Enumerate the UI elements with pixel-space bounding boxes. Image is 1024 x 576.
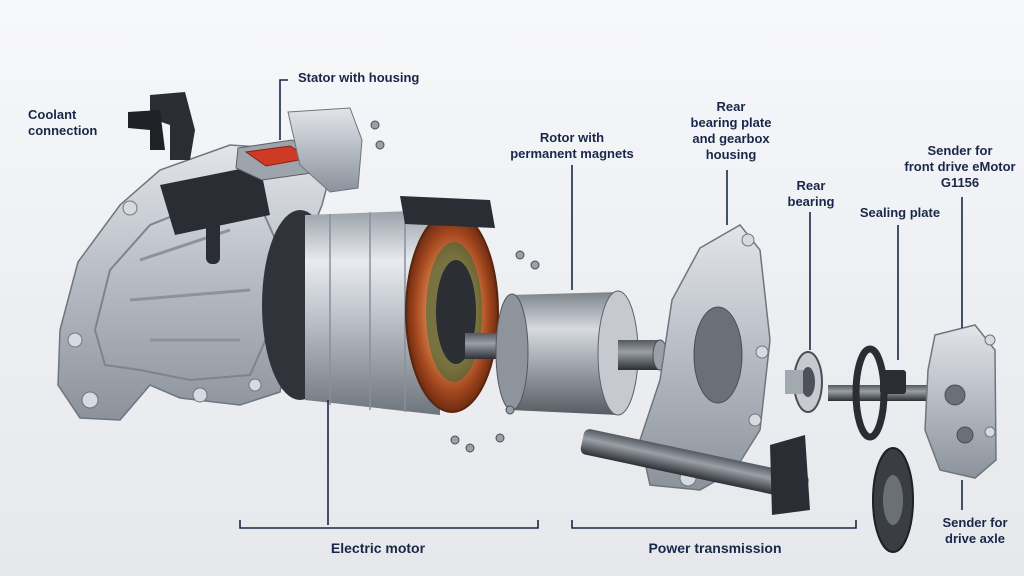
label-rear-bearing-plate: Rear bearing plate and gearbox housing xyxy=(690,99,772,162)
motor-housing-icon xyxy=(57,92,363,421)
leader-lines xyxy=(239,79,963,529)
bolts xyxy=(370,120,540,453)
label-rotor: Rotor with permanent magnets xyxy=(510,130,634,161)
label-rear-bearing: Rear bearing xyxy=(787,178,835,209)
label-sender-front-emotor: Sender for front drive eMotor G1156 xyxy=(904,143,1016,190)
rotor-icon xyxy=(465,290,668,416)
group-power-transmission: Power transmission xyxy=(648,540,782,556)
stator-icon xyxy=(262,196,499,415)
label-sender-drive-axle: Sender for drive axle xyxy=(942,515,1008,546)
sealing-plate-icon xyxy=(828,345,938,441)
label-coolant-connection: Coolant connection xyxy=(28,107,98,138)
sender-icon xyxy=(924,324,997,479)
drive-shaft-icon xyxy=(580,429,914,553)
group-electric-motor: Electric motor xyxy=(330,540,426,556)
label-sealing-plate: Sealing plate xyxy=(859,205,941,220)
label-stator-with-housing: Stator with housing xyxy=(298,70,420,85)
bearing-icon xyxy=(785,351,823,413)
